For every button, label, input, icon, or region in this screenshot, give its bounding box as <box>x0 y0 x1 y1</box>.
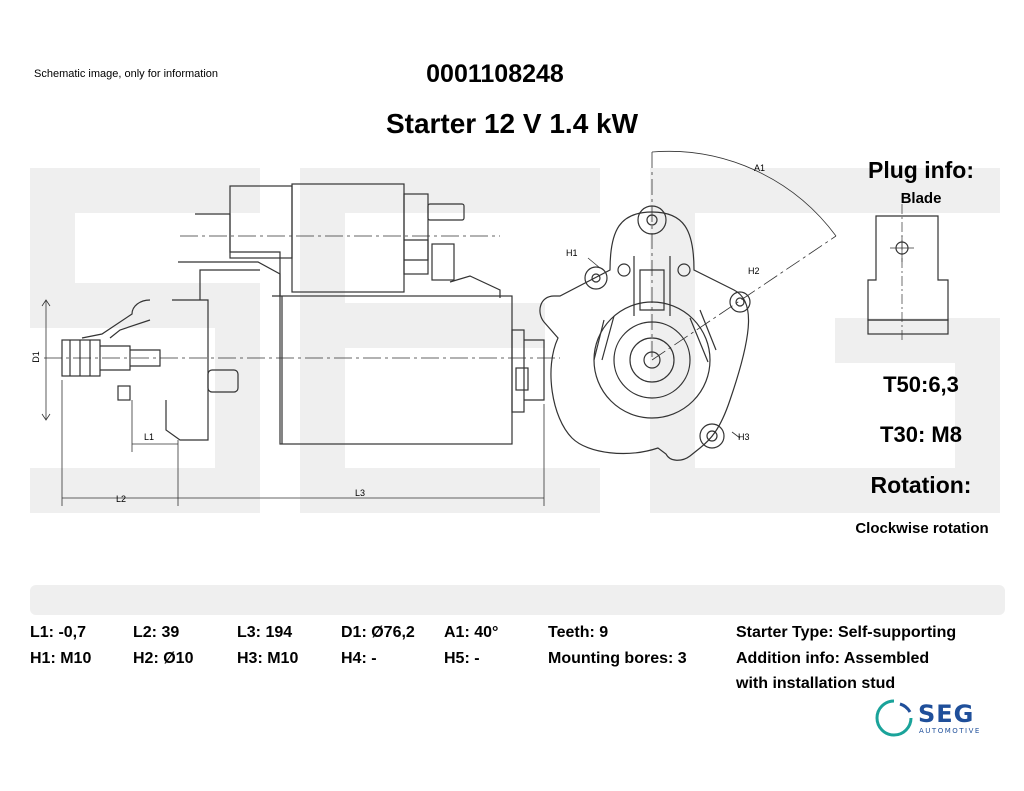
spec-starter-type: Starter Type: Self-supporting <box>736 624 957 641</box>
terminal-t50: T50:6,3 <box>883 372 959 397</box>
label-h3: H3 <box>738 432 750 442</box>
motor-housing <box>279 295 513 445</box>
solenoid <box>291 183 405 293</box>
logo-name: SEG <box>918 700 975 728</box>
logo-sub: AUTOMOTIVE <box>919 727 981 735</box>
label-h2: H2 <box>748 266 760 276</box>
starter-side-view <box>41 183 560 506</box>
part-number: 0001108248 <box>426 60 564 88</box>
spec-mounting-bores: Mounting bores: 3 <box>548 650 687 667</box>
label-l1: L1 <box>144 432 155 442</box>
disclaimer-text: Schematic image, only for information <box>34 68 219 80</box>
label-a1: A1 <box>754 163 766 173</box>
spec-teeth: Teeth: 9 <box>548 624 609 641</box>
spec-h2: H2: Ø10 <box>133 650 194 667</box>
product-title: Starter 12 V 1.4 kW <box>385 108 639 139</box>
seg-logo-icon <box>875 699 913 737</box>
spec-h3: H3: M10 <box>237 650 299 667</box>
label-d1: D1 <box>30 351 41 363</box>
plug-info-title: Plug info: <box>867 157 975 183</box>
label-l3: L3 <box>355 488 366 498</box>
spec-l3: L3: 194 <box>237 624 293 641</box>
plug-type: Blade <box>900 190 942 207</box>
label-h1: H1 <box>566 248 578 258</box>
rotation-value: Clockwise rotation <box>855 520 989 537</box>
rotation-title: Rotation: <box>870 472 972 498</box>
spec-h4: H4: - <box>341 650 377 667</box>
spec-l1: L1: -0,7 <box>30 624 87 641</box>
seg-logo: SEG AUTOMOTIVE <box>874 698 1014 740</box>
spec-h5: H5: - <box>444 650 480 667</box>
spec-l2: L2: 39 <box>133 624 180 641</box>
spec-h1: H1: M10 <box>30 650 92 667</box>
spec-d1: D1: Ø76,2 <box>341 624 415 641</box>
spec-addition-info-cont: with installation stud <box>736 675 896 692</box>
spec-a1: A1: 40° <box>444 624 499 641</box>
spec-addition-info: Addition info: Assembled <box>736 650 930 667</box>
terminal-t30: T30: M8 <box>880 422 962 447</box>
starter-front-view <box>539 150 837 461</box>
label-l2: L2 <box>116 494 127 504</box>
blade-plug-drawing <box>867 204 949 340</box>
